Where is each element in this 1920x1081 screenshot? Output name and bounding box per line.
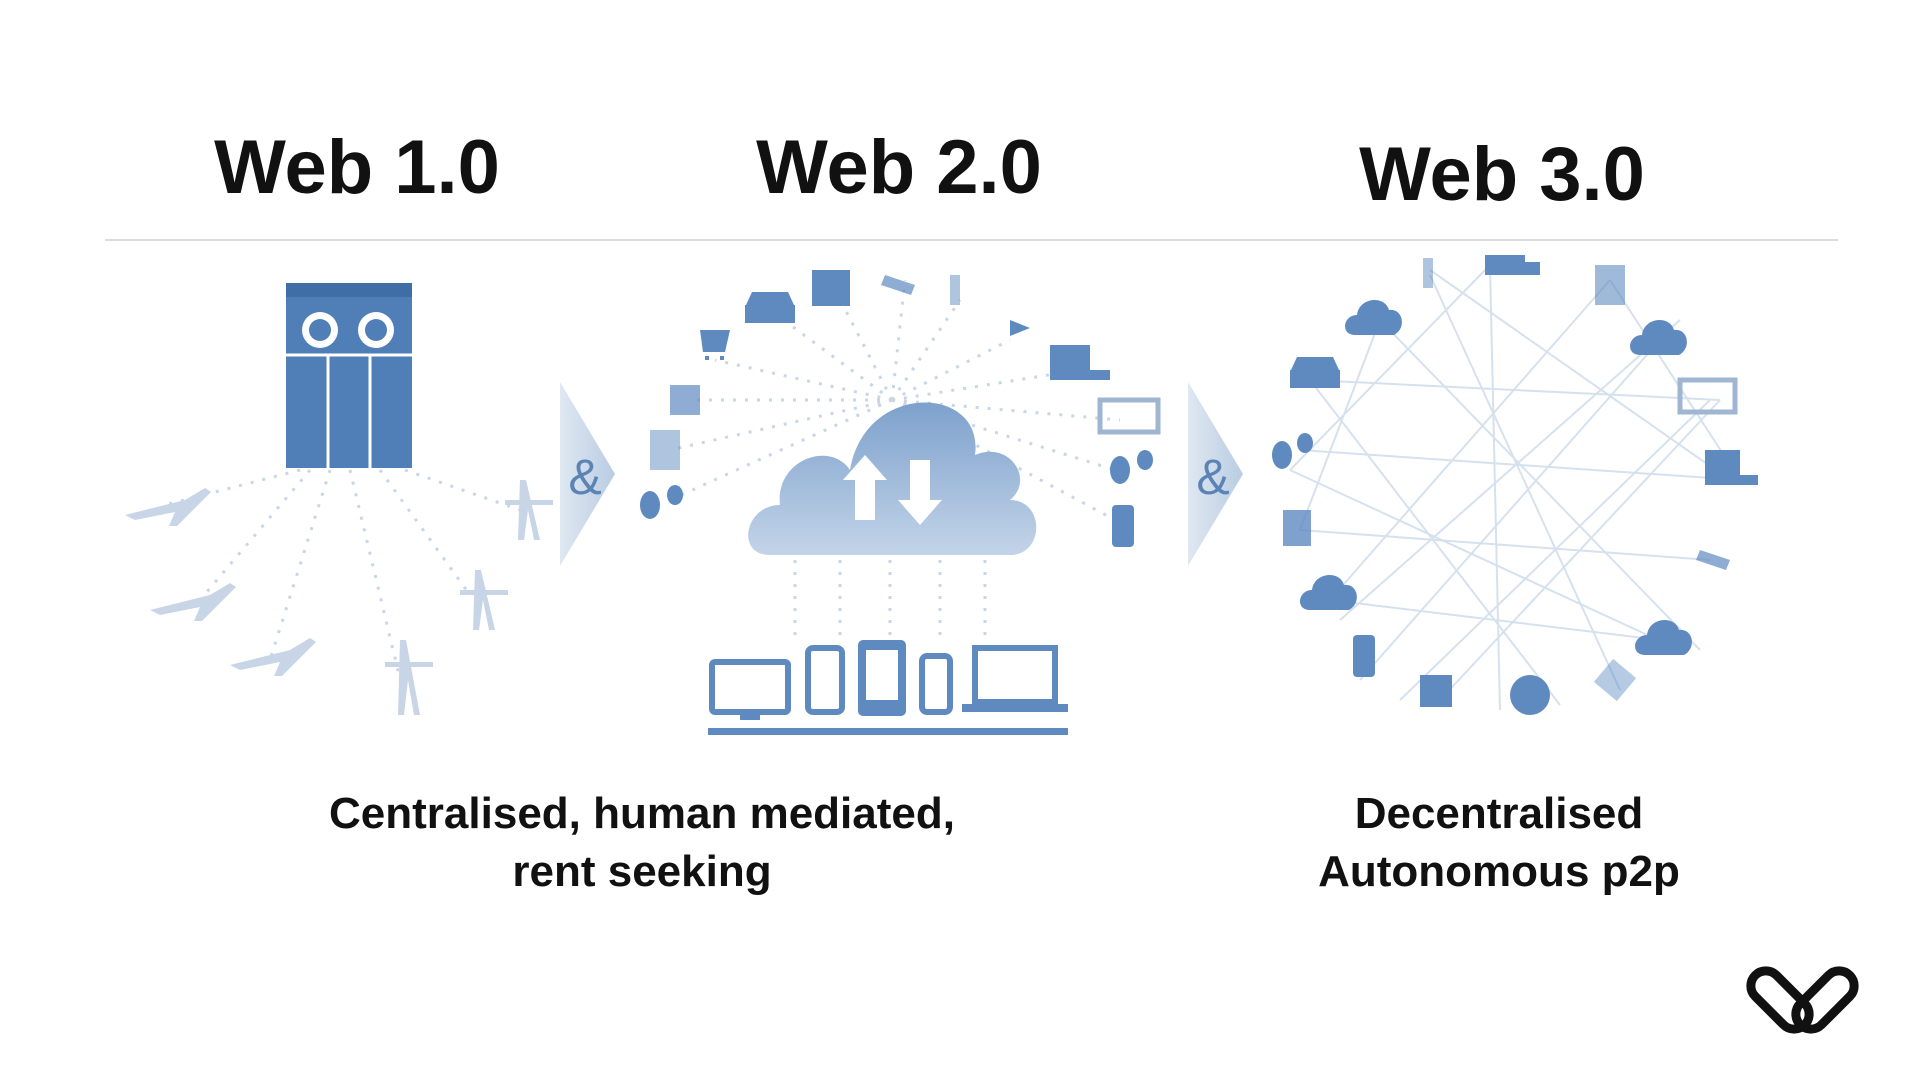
fridge-icon [670,385,700,415]
truck-icon [1485,255,1540,275]
devices-icon [708,640,1068,735]
pills-icon [1272,433,1313,469]
airplane-icon [125,488,211,526]
ampersand-label: & [1196,449,1229,505]
signal-icon [1010,320,1030,336]
cloud-icon [1300,574,1357,610]
web2-illustration [640,270,1161,735]
forklift-icon [1705,450,1758,485]
fridge-icon [1283,510,1311,546]
cctv-camera-icon [1696,550,1730,570]
airplane-icon [150,583,236,621]
cctv-camera-icon [881,275,915,295]
chain-link-logo-icon [1746,966,1859,1034]
web2-title: Web 2.0 [756,125,1042,210]
web1-title: Web 1.0 [214,125,500,210]
airplane-icon [230,638,316,676]
web1-illustration [125,283,553,715]
streetlight-icon [950,275,960,305]
sync-arrows-icon [843,455,942,525]
jacket-icon [1595,265,1625,305]
bottle-icon [1353,635,1375,677]
car-icon [1290,357,1340,388]
streetlight-icon [1423,258,1433,288]
shopping-bag-icon [1420,675,1452,707]
decentralised-caption-line1: Decentralised [1355,789,1644,838]
bottle-icon [1112,505,1134,547]
ampersand-label: & [568,449,601,505]
pills-icon [640,485,683,519]
web3-illustration [1272,255,1758,715]
cloud-icon [1630,319,1687,355]
centralised-caption-line2: rent seeking [512,847,771,896]
connector-arrow-1: & [560,382,615,566]
shopping-bag-icon [812,270,850,306]
cloud-icon [1635,619,1692,655]
connector-arrow-2: & [1188,382,1243,566]
lightbulb-icon [1510,675,1550,715]
cloud-icon [748,402,1037,555]
power-pylon-icon [460,570,508,630]
monitor-icon [1677,377,1738,415]
decentralised-caption-line2: Autonomous p2p [1318,847,1680,896]
power-pylon-icon [505,480,553,540]
pills-icon [1110,450,1153,484]
monitor-icon [1097,397,1161,435]
jacket-icon [650,430,680,470]
centralised-caption-line1: Centralised, human mediated, [329,789,955,838]
web3-title: Web 3.0 [1359,132,1645,217]
cloud-icon [1345,299,1402,335]
power-pylon-icon [385,640,433,715]
forklift-icon [1050,345,1110,380]
shopping-cart-icon [700,330,730,360]
tag-icon [1593,658,1637,702]
server-icon [286,283,412,468]
car-icon [745,292,795,323]
